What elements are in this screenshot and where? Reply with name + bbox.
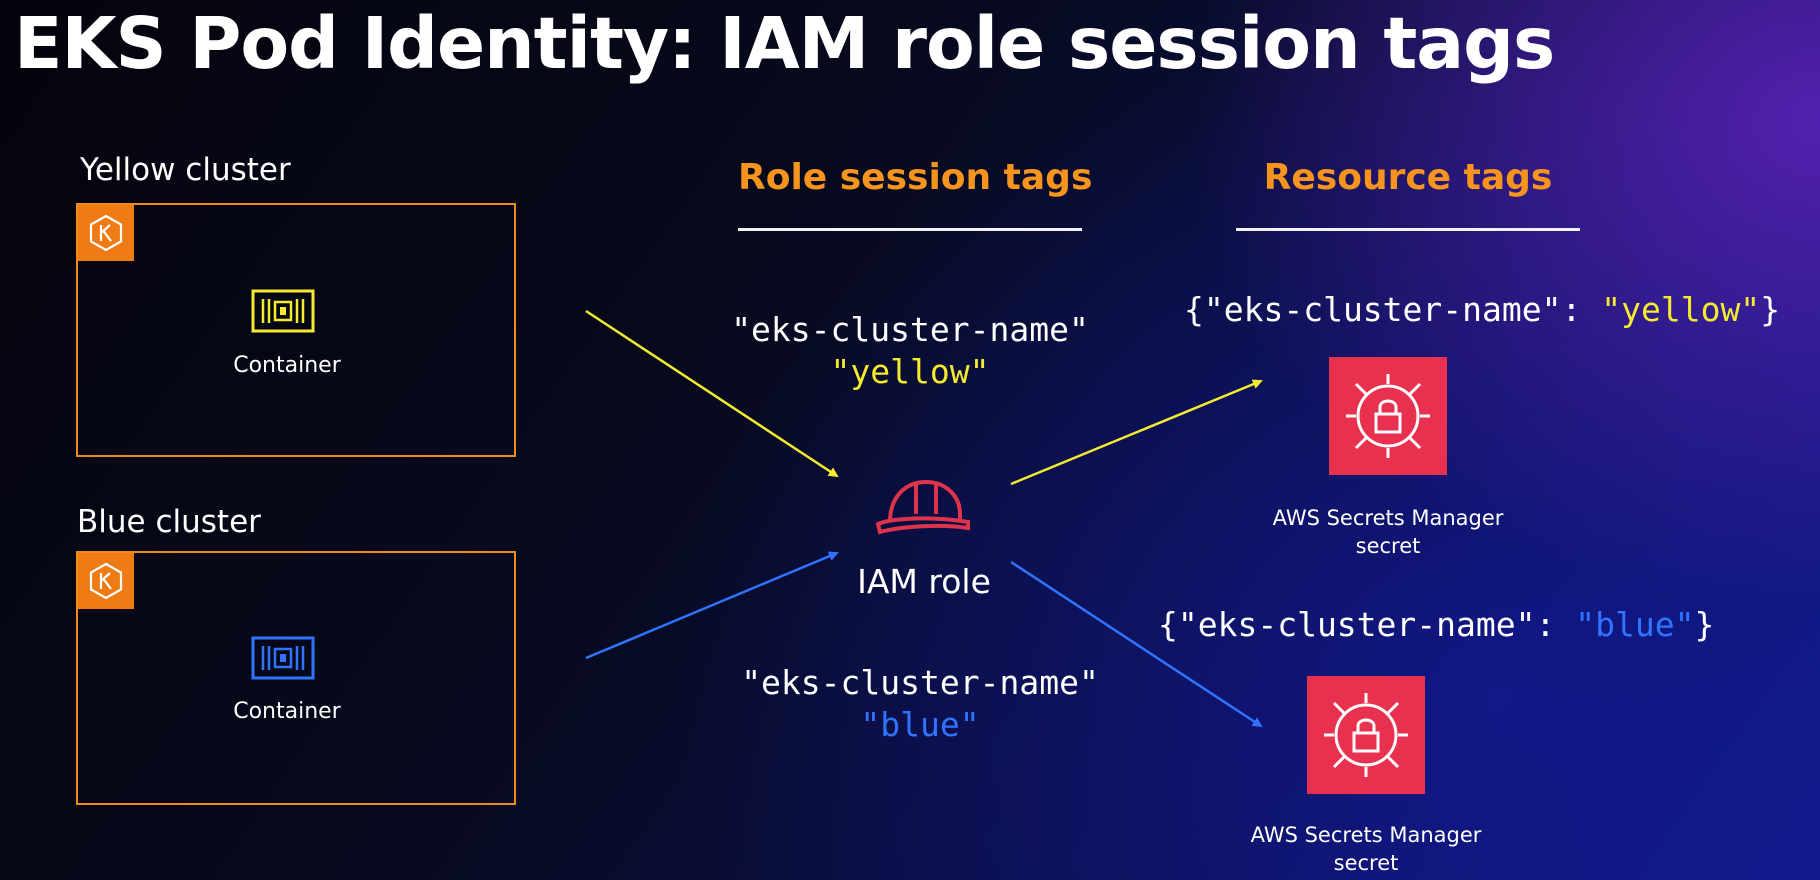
- page-title: EKS Pod Identity: IAM role session tags: [14, 2, 1555, 85]
- yellow-secret-label: AWS Secrets Manager secret: [1272, 506, 1504, 558]
- resource-tags-heading: Resource tags: [1263, 157, 1553, 198]
- hard-hat-icon: [872, 474, 976, 538]
- resource-tags-rule: [1236, 228, 1580, 231]
- secrets-manager-icon: [1329, 357, 1447, 475]
- blue-session-tag-key: "eks-cluster-name": [741, 663, 1099, 702]
- yellow-resource-tag: {"eks-cluster-name": "yellow"}: [1184, 290, 1780, 329]
- yellow-session-tag-key: "eks-cluster-name": [731, 310, 1089, 349]
- resource-tag-prefix: {"eks-cluster-name":: [1158, 605, 1576, 644]
- container-label: Container: [233, 699, 341, 724]
- resource-tag-value: "blue": [1575, 605, 1695, 644]
- yellow-cluster-box: Container: [76, 203, 516, 457]
- blue-resource-tag: {"eks-cluster-name": "blue"}: [1158, 605, 1714, 644]
- role-to-yellow-secret-arrow: [1010, 379, 1263, 486]
- container-label: Container: [233, 353, 341, 378]
- role-session-tags-heading: Role session tags: [738, 157, 1093, 198]
- blue-cluster-box: Container: [76, 551, 516, 805]
- resource-tag-suffix: }: [1760, 290, 1781, 329]
- resource-tag-prefix: {"eks-cluster-name":: [1184, 290, 1602, 329]
- resource-tag-value: "yellow": [1601, 290, 1761, 329]
- eks-k-icon: [78, 205, 134, 261]
- resource-tag-suffix: }: [1694, 605, 1715, 644]
- yellow-cluster-label: Yellow cluster: [80, 152, 291, 188]
- role-session-tags-rule: [738, 228, 1082, 231]
- container-icon: [251, 289, 315, 333]
- iam-role-label: IAM role: [857, 562, 991, 601]
- role-to-blue-secret-arrow: [1010, 560, 1263, 728]
- blue-cluster-to-role-arrow: [585, 551, 839, 660]
- blue-cluster-label: Blue cluster: [77, 504, 261, 540]
- yellow-session-tag-value: "yellow": [830, 352, 990, 391]
- secrets-manager-icon: [1307, 676, 1425, 794]
- blue-secret-label: AWS Secrets Manager secret: [1250, 823, 1482, 875]
- yellow-cluster-to-role-arrow: [585, 309, 839, 478]
- container-icon: [251, 636, 315, 680]
- blue-session-tag-value: "blue": [860, 705, 980, 744]
- eks-k-icon: [78, 553, 134, 609]
